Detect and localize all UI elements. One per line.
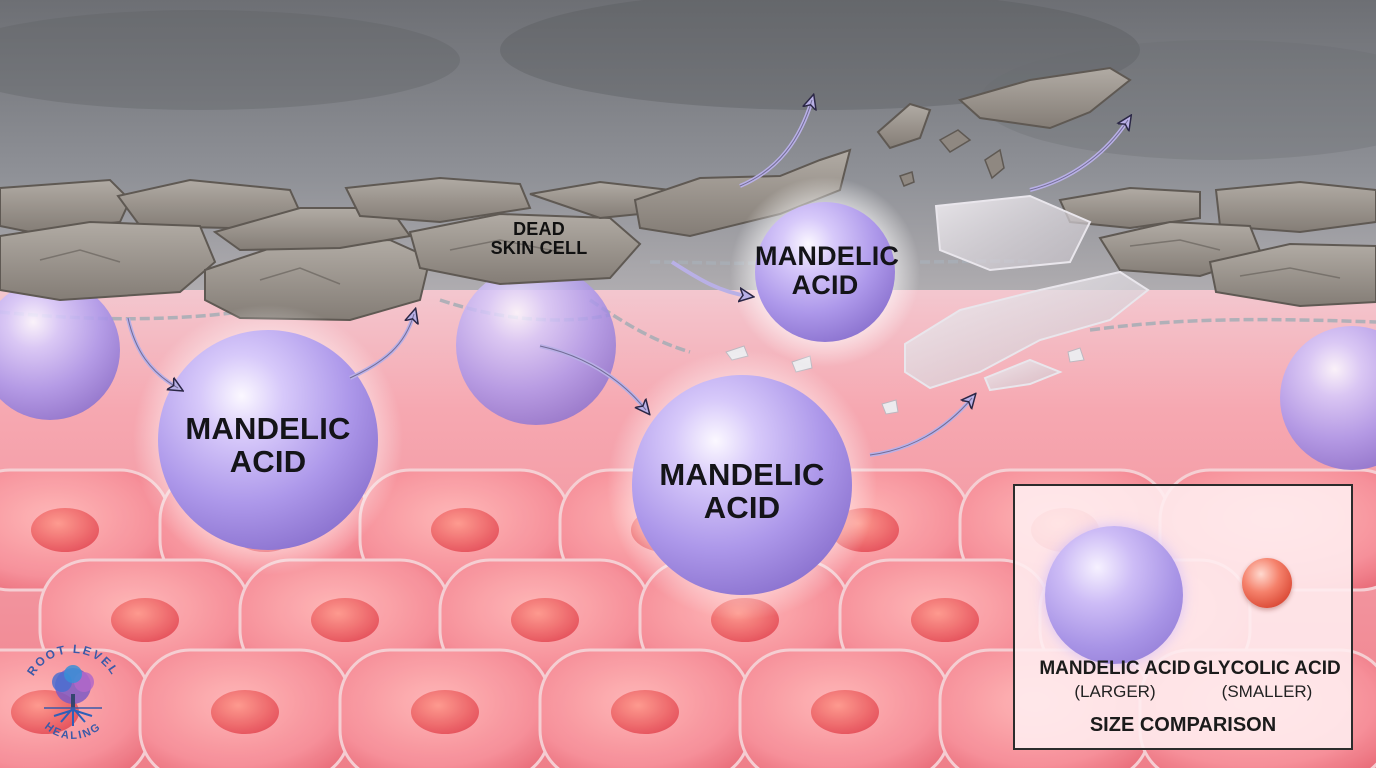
- root-level-healing-logo: ROOT LEVEL HEALING: [24, 642, 120, 742]
- tree-icon: [44, 665, 102, 726]
- mandelic-acid-label-top: MANDELIC ACID: [755, 241, 900, 301]
- mandelic-acid-legend-sphere: [1045, 526, 1183, 664]
- mandelic-acid-legend-note: (LARGER): [1074, 682, 1156, 701]
- mandelic-sphere-center: [632, 375, 852, 595]
- mandelic-acid-label-center: MANDELIC ACID: [659, 457, 825, 526]
- glycolic-acid-legend-name: GLYCOLIC ACID: [1193, 658, 1341, 679]
- size-comparison-legend: MANDELIC ACID (LARGER) GLYCOLIC ACID (SM…: [1013, 484, 1353, 750]
- size-comparison-caption: SIZE COMPARISON: [1089, 714, 1277, 736]
- glycolic-acid-legend-sphere: [1242, 558, 1292, 608]
- dead-skin-cell-label: DEAD SKIN CELL: [490, 219, 588, 259]
- mandelic-acid-label-left: MANDELIC ACID: [185, 411, 351, 480]
- mandelic-sphere-top: [755, 202, 895, 342]
- arrow-4: [670, 260, 748, 296]
- glycolic-acid-legend-note: (SMALLER): [1221, 682, 1313, 701]
- mandelic-sphere-left: [158, 330, 378, 550]
- mandelic-acid-legend-name: MANDELIC ACID: [1039, 658, 1191, 679]
